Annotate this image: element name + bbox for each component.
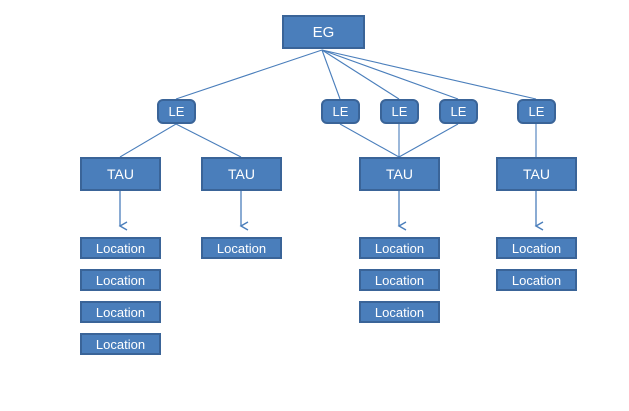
location-box[interactable]: Location	[359, 269, 440, 291]
location-box[interactable]: Location	[496, 237, 577, 259]
edges-le-to-tau	[119, 123, 537, 158]
edge-le1-tau2	[175, 123, 242, 158]
edge-eg-le1	[175, 49, 323, 100]
edges-tau-to-location	[118, 191, 544, 231]
node-eg[interactable]: EG	[282, 15, 365, 49]
node-tau-3[interactable]: TAU	[359, 157, 440, 191]
node-tau-2[interactable]: TAU	[201, 157, 282, 191]
location-box[interactable]: Location	[80, 333, 161, 355]
edge-le4-tau3	[398, 123, 459, 158]
node-tau-4[interactable]: TAU	[496, 157, 577, 191]
location-box[interactable]: Location	[359, 237, 440, 259]
node-le-5[interactable]: LE	[517, 99, 556, 124]
location-box[interactable]: Location	[80, 269, 161, 291]
location-box[interactable]: Location	[496, 269, 577, 291]
location-box[interactable]: Location	[80, 237, 161, 259]
node-tau-1[interactable]: TAU	[80, 157, 161, 191]
node-le-4[interactable]: LE	[439, 99, 478, 124]
location-box[interactable]: Location	[80, 301, 161, 323]
location-box[interactable]: Location	[359, 301, 440, 323]
edge-eg-le2	[321, 49, 341, 100]
node-le-1[interactable]: LE	[157, 99, 196, 124]
edge-eg-le4	[321, 49, 459, 100]
edge-eg-le5	[321, 49, 537, 100]
node-le-2[interactable]: LE	[321, 99, 360, 124]
edge-le1-tau1	[119, 123, 177, 158]
edges-eg-to-le	[175, 49, 537, 100]
node-le-3[interactable]: LE	[380, 99, 419, 124]
edge-eg-le3	[321, 49, 400, 100]
edge-le2-tau3	[339, 123, 400, 158]
location-box[interactable]: Location	[201, 237, 282, 259]
